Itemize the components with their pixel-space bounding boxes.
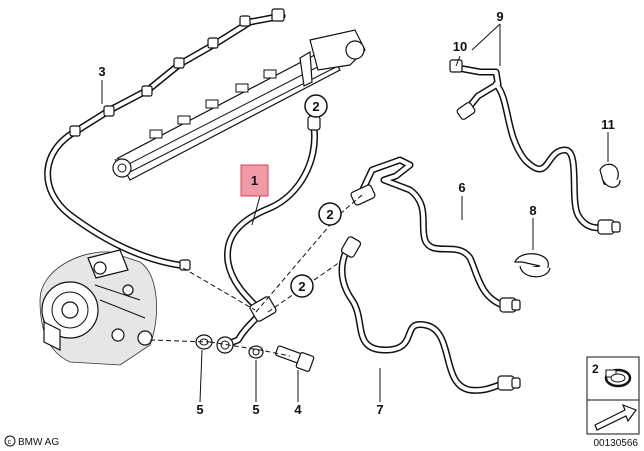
copyright-icon: c <box>8 439 12 446</box>
legend-number: 2 <box>592 362 599 376</box>
leak-off-line <box>44 8 286 271</box>
diagram-code: 00130566 <box>594 438 639 449</box>
return-line-6 <box>350 156 521 313</box>
fuel-rail <box>112 29 366 181</box>
callout-4-label[interactable]: 4 <box>294 402 302 417</box>
callout-2-top-label: 2 <box>312 99 319 114</box>
main-pipe <box>216 115 321 354</box>
callout-5-left-label[interactable]: 5 <box>196 402 203 417</box>
return-line-7 <box>338 236 521 394</box>
callout-11-label[interactable]: 11 <box>601 117 615 132</box>
arrow-icon <box>594 403 637 431</box>
callout-1-label: 1 <box>251 173 258 188</box>
callout-5-right-label[interactable]: 5 <box>252 402 259 417</box>
callout-2-middle-label: 2 <box>326 207 333 222</box>
callout-2-middle[interactable]: 2 <box>318 202 342 226</box>
leader-lines <box>101 23 609 403</box>
callout-10-label[interactable]: 10 <box>453 39 467 54</box>
callout-1-highlight[interactable]: 1 <box>240 164 269 197</box>
brand-footer: c BMW AG <box>4 435 59 448</box>
callout-6-label[interactable]: 6 <box>458 180 465 195</box>
callout-7-label[interactable]: 7 <box>376 402 383 417</box>
callout-9-label[interactable]: 9 <box>496 9 503 24</box>
legend-box: 2 00130566 <box>586 356 640 449</box>
washer-5-right <box>248 345 264 359</box>
brand-label: BMW AG <box>18 437 59 448</box>
callout-3-label[interactable]: 3 <box>98 64 105 79</box>
hollow-bolt-4 <box>275 345 315 372</box>
hose-clamp-icon <box>604 368 632 388</box>
high-pressure-pump <box>39 249 157 366</box>
callout-2-top[interactable]: 2 <box>304 94 328 118</box>
callout-2-lower[interactable]: 2 <box>290 274 314 298</box>
callout-8-label[interactable]: 8 <box>529 203 536 218</box>
callout-2-lower-label: 2 <box>298 279 305 294</box>
clip-8 <box>514 253 551 278</box>
clip-11 <box>599 163 621 188</box>
line-9 <box>449 59 621 235</box>
